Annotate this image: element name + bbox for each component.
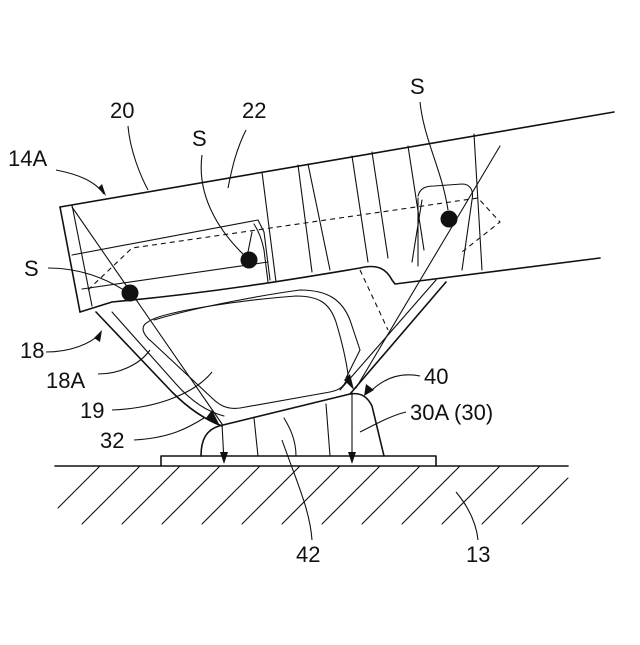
marker-s-left (122, 285, 139, 302)
label-s-center: S (192, 126, 207, 151)
label-40: 40 (424, 364, 448, 389)
label-30a: 30A (30) (410, 400, 493, 425)
label-18a: 18A (46, 368, 85, 393)
label-42: 42 (296, 542, 320, 567)
label-14a: 14A (8, 146, 47, 171)
label-22: 22 (242, 98, 266, 123)
label-s-left: S (24, 256, 39, 281)
bracket-right (412, 184, 473, 270)
ground-13 (55, 466, 568, 524)
marker-s-top-right (441, 211, 458, 228)
dashed-outline (88, 198, 500, 330)
label-19: 19 (80, 398, 104, 423)
label-20: 20 (110, 98, 134, 123)
cushion-40 (201, 394, 384, 456)
lower-member-18 (96, 280, 446, 426)
label-18: 18 (20, 338, 44, 363)
labels: 20 22 14A S S S 18 18A 19 32 40 30A (30)… (8, 74, 493, 567)
plate-30a (161, 456, 436, 466)
label-13: 13 (466, 542, 490, 567)
markers (122, 211, 458, 302)
label-s-top-right: S (410, 74, 425, 99)
label-32: 32 (100, 428, 124, 453)
body-20 (60, 112, 614, 312)
